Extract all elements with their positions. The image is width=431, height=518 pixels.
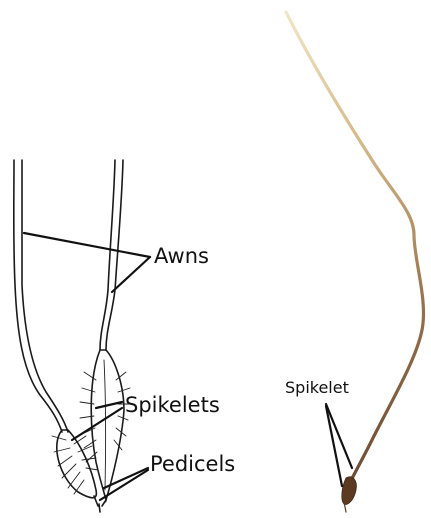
spikelet-label: Spikelet bbox=[285, 378, 349, 397]
left-spikelet bbox=[57, 430, 97, 498]
left-awn bbox=[14, 160, 62, 432]
seed-body bbox=[342, 477, 357, 505]
spikelet-line-drawing: Awns Spikelets Pedicels bbox=[14, 160, 236, 512]
spikelets-label: Spikelets bbox=[125, 393, 220, 417]
seed-photo: Spikelet bbox=[285, 12, 423, 512]
spikelet-hairs bbox=[52, 372, 130, 494]
pedicels-label: Pedicels bbox=[150, 452, 235, 476]
awns-label: Awns bbox=[154, 244, 209, 268]
right-awn bbox=[100, 160, 115, 350]
seed-awn bbox=[286, 12, 423, 490]
